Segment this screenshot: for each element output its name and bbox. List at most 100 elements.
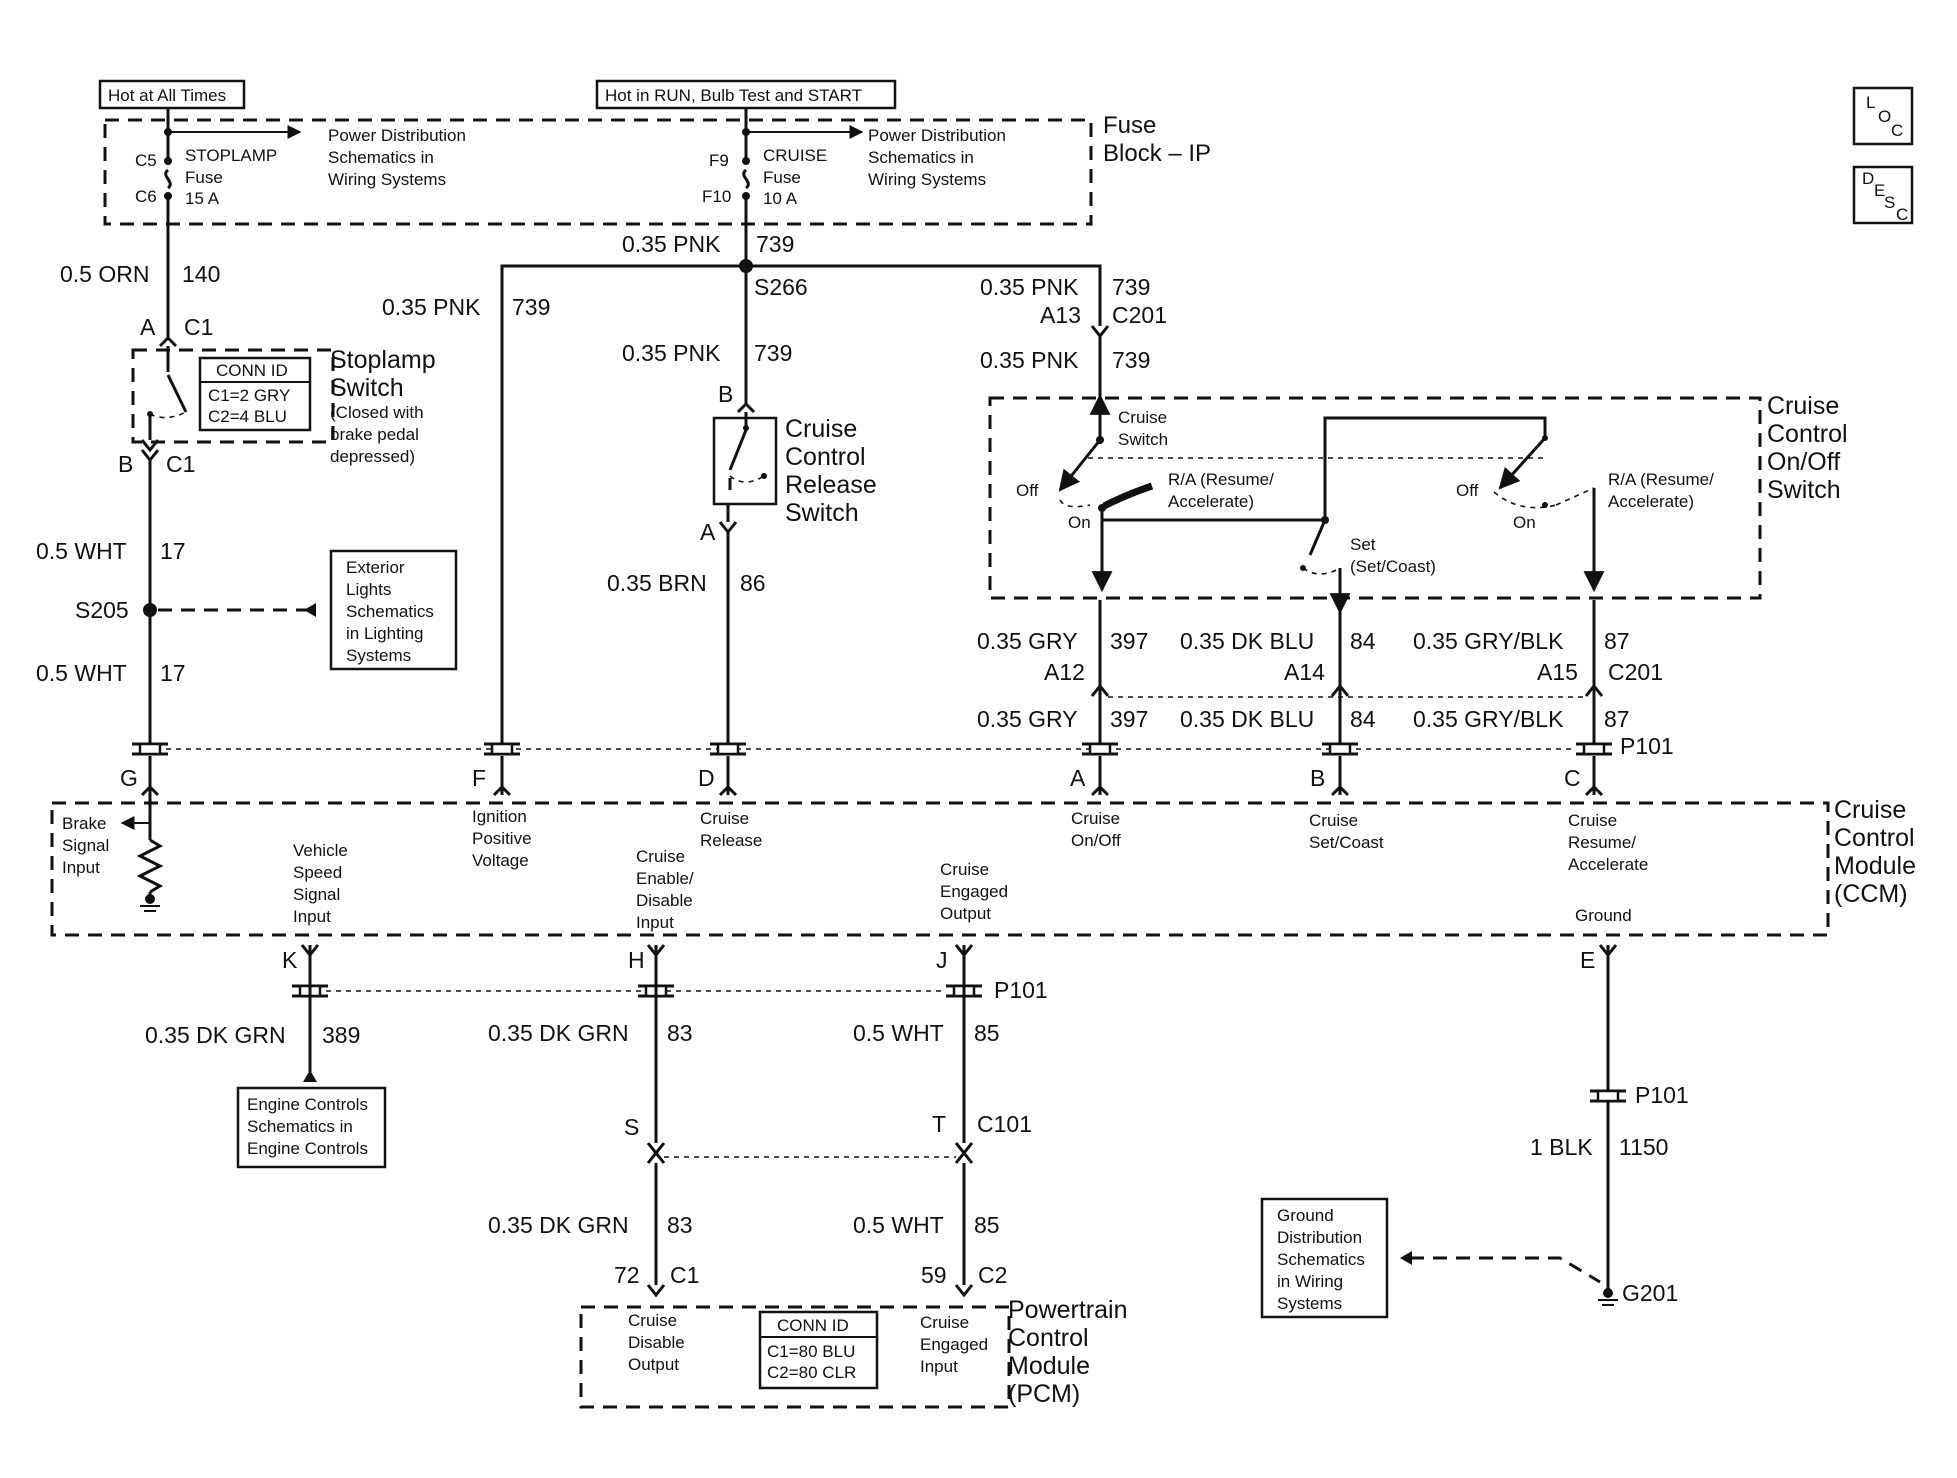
svg-text:in Wiring: in Wiring: [1277, 1272, 1343, 1291]
svg-text:Input: Input: [62, 858, 100, 877]
ccm-pin-letter: G: [120, 765, 138, 791]
p101-connector-top: P101: [132, 733, 1674, 759]
svg-text:G201: G201: [1622, 1280, 1678, 1306]
svg-text:0.35 BRN: 0.35 BRN: [607, 570, 707, 596]
svg-text:83: 83: [667, 1212, 693, 1238]
ground-distribution-reference[interactable]: Ground Distribution Schematics in Wiring…: [1260, 1197, 1389, 1319]
svg-text:Signal: Signal: [293, 885, 340, 904]
svg-text:87: 87: [1604, 706, 1630, 732]
svg-text:A15: A15: [1537, 659, 1578, 685]
svg-text:On: On: [1513, 513, 1536, 532]
stoplamp-switch: 0.5 ORN 140 A C1 CONN ID C1=2 GRY C2=4 B…: [60, 224, 436, 745]
svg-text:Power Distribution: Power Distribution: [328, 126, 466, 145]
svg-text:(Set/Coast): (Set/Coast): [1350, 557, 1436, 576]
svg-text:1 BLK: 1 BLK: [1530, 1134, 1593, 1160]
ccm-pin: C: [1564, 756, 1604, 797]
ccm-pin-letter: B: [1310, 765, 1325, 791]
p101-terminal: [484, 742, 520, 756]
svg-text:(PCM): (PCM): [1008, 1380, 1080, 1408]
svg-text:Set: Set: [1350, 535, 1376, 554]
svg-text:Input: Input: [636, 913, 674, 932]
loc-icon[interactable]: L O C: [1852, 86, 1914, 146]
svg-text:17: 17: [160, 660, 186, 686]
svg-text:Hot at All Times: Hot at All Times: [108, 86, 226, 105]
circuit-17-wire: 0.5 WHT 17 S205 0.5 WHT 17: [36, 538, 316, 686]
exterior-lights-reference[interactable]: Exterior Lights Schematics in Lighting S…: [329, 549, 458, 671]
svg-text:0.35 PNK: 0.35 PNK: [382, 294, 481, 320]
svg-text:Output: Output: [940, 904, 991, 923]
p101-connector-bottom: P101: [292, 977, 1048, 1003]
p101-terminal: [132, 742, 168, 756]
svg-text:Control: Control: [1834, 824, 1915, 852]
svg-text:Hot in RUN, Bulb Test and STAR: Hot in RUN, Bulb Test and START: [605, 86, 862, 105]
ccm-pin: D: [698, 756, 738, 797]
stoplamp-fuse: C5 C6 STOPLAMP Fuse 15 A Power Distribut…: [135, 108, 466, 224]
svg-text:Stoplamp: Stoplamp: [330, 346, 436, 374]
svg-text:C6: C6: [135, 187, 157, 206]
svg-text:D: D: [1862, 169, 1874, 188]
engine-controls-reference[interactable]: Engine Controls Schematics in Engine Con…: [236, 1086, 387, 1169]
svg-text:0.35 DK GRN: 0.35 DK GRN: [488, 1020, 629, 1046]
svg-text:On: On: [1068, 513, 1091, 532]
svg-text:S266: S266: [754, 274, 808, 300]
svg-text:Voltage: Voltage: [472, 851, 529, 870]
svg-text:Lights: Lights: [346, 580, 391, 599]
svg-text:Engine Controls: Engine Controls: [247, 1139, 368, 1158]
svg-text:739: 739: [754, 340, 792, 366]
svg-text:C2: C2: [978, 1262, 1007, 1288]
svg-text:B: B: [718, 381, 733, 407]
svg-text:0.35 PNK: 0.35 PNK: [622, 231, 721, 257]
fuse-block-ip: Fuse Block – IP: [103, 112, 1211, 226]
cruise-fuse: F9 F10 CRUISE Fuse 10 A Power Distributi…: [702, 108, 1006, 266]
svg-text:Vehicle: Vehicle: [293, 841, 348, 860]
svg-text:0.35 DK GRN: 0.35 DK GRN: [145, 1022, 286, 1048]
svg-text:F9: F9: [709, 151, 729, 170]
svg-text:E: E: [1874, 181, 1885, 200]
svg-text:C: C: [1896, 205, 1908, 224]
circuit-389-wire: 0.35 DK GRN 389: [145, 960, 360, 1082]
svg-text:A14: A14: [1284, 659, 1325, 685]
svg-text:59: 59: [921, 1262, 947, 1288]
cruise-control-release-switch: B Cruise Control Release Switch A 0.35 B…: [607, 381, 877, 745]
desc-icon[interactable]: D E S C: [1852, 165, 1914, 225]
svg-text:84: 84: [1350, 628, 1376, 654]
circuit-1150-ground-wire: 1 BLK 1150 P101 G201: [1400, 960, 1689, 1306]
svg-text:Ignition: Ignition: [472, 807, 527, 826]
svg-text:Control: Control: [785, 443, 866, 471]
ccm-pin-letter: C: [1564, 765, 1581, 791]
svg-text:0.35 DK BLU: 0.35 DK BLU: [1180, 628, 1314, 654]
svg-text:C1=80 BLU: C1=80 BLU: [767, 1342, 855, 1361]
svg-text:A12: A12: [1044, 659, 1085, 685]
svg-text:Accelerate): Accelerate): [1168, 492, 1254, 511]
svg-text:Cruise: Cruise: [700, 809, 749, 828]
svg-text:Enable/: Enable/: [636, 869, 694, 888]
svg-text:Resume/: Resume/: [1568, 833, 1636, 852]
svg-text:0.35 PNK: 0.35 PNK: [622, 340, 721, 366]
ccm-pin: B: [1310, 756, 1350, 797]
svg-text:C201: C201: [1608, 659, 1663, 685]
ccm-pin-letter: A: [1070, 765, 1086, 791]
svg-text:Output: Output: [628, 1355, 679, 1374]
svg-text:0.35 PNK: 0.35 PNK: [980, 347, 1079, 373]
svg-text:0.35 GRY: 0.35 GRY: [977, 706, 1078, 732]
svg-text:0.5 ORN: 0.5 ORN: [60, 261, 149, 287]
svg-text:Switch: Switch: [1118, 430, 1168, 449]
svg-text:397: 397: [1110, 706, 1148, 732]
svg-text:0.35 GRY/BLK: 0.35 GRY/BLK: [1413, 706, 1564, 732]
ccm-pin-letter: H: [628, 947, 645, 973]
svg-text:Fuse: Fuse: [763, 168, 801, 187]
svg-text:Off: Off: [1456, 481, 1479, 500]
svg-text:Cruise: Cruise: [1767, 392, 1839, 420]
ccm-pin-letter: E: [1580, 947, 1595, 973]
svg-text:Wiring Systems: Wiring Systems: [868, 170, 986, 189]
svg-text:Block – IP: Block – IP: [1103, 140, 1211, 167]
svg-text:C1=2 GRY: C1=2 GRY: [208, 386, 290, 405]
svg-text:Positive: Positive: [472, 829, 532, 848]
splice-s205: [143, 603, 157, 617]
svg-text:Cruise: Cruise: [1118, 408, 1167, 427]
svg-text:Speed: Speed: [293, 863, 342, 882]
svg-text:Switch: Switch: [330, 374, 404, 402]
ccm-pin: E: [1580, 944, 1618, 973]
svg-text:C5: C5: [135, 151, 157, 170]
